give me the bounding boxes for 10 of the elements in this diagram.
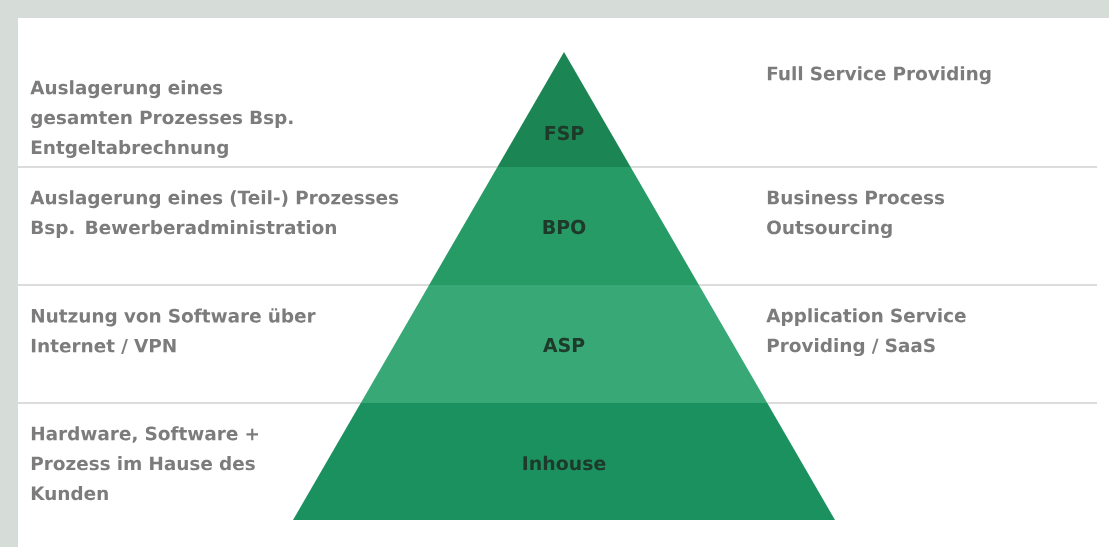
description-text: Full Service Providing <box>767 66 991 85</box>
pyramid-band: FSP <box>497 52 631 167</box>
description-text: Auslagerung eines gesamten Prozesses Bsp. Entgeltabrechnung <box>30 80 293 158</box>
description-text: Application Service Providing / SaaS <box>766 308 966 357</box>
pyramid-band: BPO <box>429 167 699 285</box>
pyramid-band: Inhouse <box>293 403 835 520</box>
description-text: Hardware, Software + Prozess im Hause des Kunden <box>31 426 258 501</box>
description-text: Nutzung von Software über Internet / VPN <box>31 308 316 355</box>
description-text: Auslagerung eines (Teil-) Prozesses Bsp. Bewerberadministration <box>30 190 399 238</box>
description-text: Business Process Outsourcing <box>767 190 945 239</box>
